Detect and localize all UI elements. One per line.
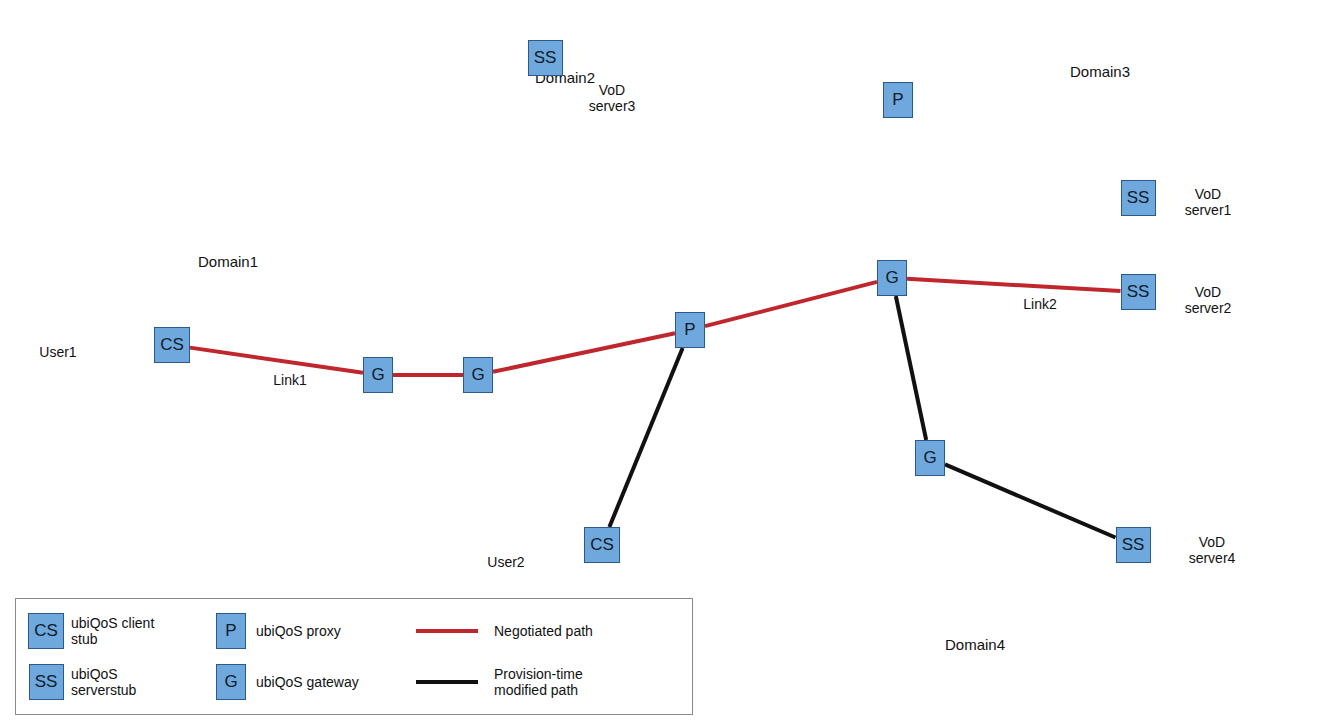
legend-text: Provision-time modified path <box>494 666 609 698</box>
host-name: VoD server2 <box>1173 284 1243 316</box>
legend-component-box: P <box>216 613 246 649</box>
component-letter: CS <box>590 535 614 555</box>
ubiqos-component-box: G <box>363 357 393 393</box>
host-ellipse-shape <box>1119 251 1277 329</box>
host-ellipse: User1 <box>18 298 173 388</box>
legend-panel: CS SS P GubiQoS client stub ubiQoS serverstu… <box>15 598 693 715</box>
ubiqos-component-box: SS <box>1116 527 1151 563</box>
host-ellipse-shape <box>1119 498 1282 576</box>
legend-text: ubiQoS proxy <box>256 623 376 639</box>
domain-region: Domain2SSVoD server3GPUser2CS <box>440 15 790 605</box>
host-name: VoD server3 <box>577 82 647 114</box>
component-letter: SS <box>534 48 557 68</box>
user-devices <box>41 302 581 557</box>
component-letter: SS <box>1127 282 1150 302</box>
link-label: Link1 <box>273 372 306 388</box>
negotiated-path-sample <box>416 629 478 633</box>
legend-component-box: CS <box>28 613 64 649</box>
legend-text: ubiQoS gateway <box>256 674 376 690</box>
legend-component-letter: SS <box>35 672 58 692</box>
negotiated-path <box>493 333 675 372</box>
host-name: VoD server4 <box>1177 534 1247 566</box>
modified-path <box>945 464 1116 537</box>
component-letter: SS <box>1127 188 1150 208</box>
ubiqos-component-box: G <box>463 357 493 393</box>
modified-path <box>896 296 926 440</box>
ubiqos-component-box: P <box>883 82 913 118</box>
ubiqos-component-box: SS <box>1121 180 1156 216</box>
ubiqos-component-box: SS <box>1121 274 1156 310</box>
modified-path-sample <box>416 680 478 684</box>
link-label: Link2 <box>1023 296 1056 312</box>
component-letter: SS <box>1122 535 1145 555</box>
host-name: VoD server1 <box>1173 186 1243 218</box>
host-ellipse-shape <box>19 299 172 387</box>
negotiated-path <box>907 279 1121 291</box>
component-letter: G <box>371 365 384 385</box>
legend-text: ubiQoS serverstub <box>71 666 166 698</box>
legend-text: Negotiated path <box>494 623 654 639</box>
legend-component-letter: G <box>224 672 237 692</box>
host-ellipse-shape <box>476 513 644 593</box>
host-outline <box>18 298 173 388</box>
host-name: User1 <box>28 344 88 360</box>
domain-name: Domain3 <box>1055 63 1145 81</box>
ubiqos-component-box: G <box>877 260 907 296</box>
negotiated-path <box>393 373 463 377</box>
component-letter: G <box>885 268 898 288</box>
component-letter: G <box>471 365 484 385</box>
negotiated-path <box>705 282 877 326</box>
legend-component-letter: P <box>225 621 236 641</box>
domain-outline <box>15 215 410 447</box>
component-letter: P <box>892 90 903 110</box>
computer-icons <box>159 44 1229 627</box>
modified-path <box>609 348 682 527</box>
ubiqos-component-box: SS <box>528 40 563 76</box>
domain-region: Domain3P SS VoD server1G SS VoD server2 <box>812 38 1324 368</box>
ubiqos-component-box: G <box>915 440 945 476</box>
legend-component-box: G <box>216 664 246 700</box>
domain-region: Domain4 G SS VoD server4 <box>860 401 1316 719</box>
domain-name: Domain1 <box>183 253 273 271</box>
domain-ellipse <box>441 16 789 604</box>
negotiated-path <box>190 348 363 373</box>
component-letter: P <box>684 320 695 340</box>
host-ellipse: VoD server3 <box>555 40 705 130</box>
host-ellipse-shape <box>1119 151 1277 229</box>
legend-component-box: SS <box>29 664 64 700</box>
ubiqos-component-box: CS <box>154 327 190 363</box>
component-letter: G <box>923 448 936 468</box>
component-letter: CS <box>160 335 184 355</box>
host-name: User2 <box>481 554 531 570</box>
legend-text: ubiQoS client stub <box>71 615 166 647</box>
domain-ellipse <box>16 216 409 446</box>
legend-component-letter: CS <box>34 621 58 641</box>
ubiqos-component-box: P <box>675 312 705 348</box>
host-ellipse-shape <box>556 41 704 129</box>
domain-name: Domain4 <box>930 636 1020 654</box>
domain-region: Domain1User1 CS G <box>15 215 410 447</box>
domain-ellipse <box>813 39 1323 367</box>
domain-ellipse <box>831 359 1333 721</box>
ubiqos-component-box: CS <box>584 527 620 563</box>
host-ellipses <box>117 60 1170 670</box>
